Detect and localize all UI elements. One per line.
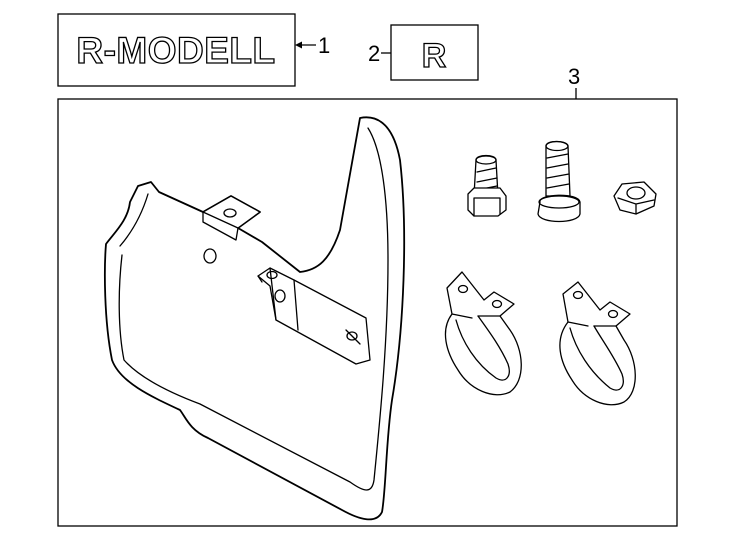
mud-flap bbox=[104, 116, 406, 521]
clip-left bbox=[444, 271, 522, 396]
nut bbox=[613, 181, 657, 215]
clip-right bbox=[559, 281, 636, 406]
screw-tall bbox=[537, 140, 581, 223]
badge-r-modell: R-MODELL bbox=[57, 13, 296, 87]
callout-3-label: 3 bbox=[568, 64, 580, 89]
callout-2: 2 bbox=[368, 41, 391, 66]
callout-3: 3 bbox=[568, 64, 580, 99]
kit-box bbox=[57, 98, 678, 527]
bolt-short bbox=[467, 154, 507, 217]
badge-r-modell-text: R-MODELL bbox=[76, 30, 275, 71]
callout-1: 1 bbox=[295, 33, 330, 58]
badge-r-text: R bbox=[422, 37, 447, 75]
callout-1-label: 1 bbox=[318, 33, 330, 58]
callout-2-label: 2 bbox=[368, 41, 380, 66]
badge-r: R bbox=[390, 24, 479, 81]
